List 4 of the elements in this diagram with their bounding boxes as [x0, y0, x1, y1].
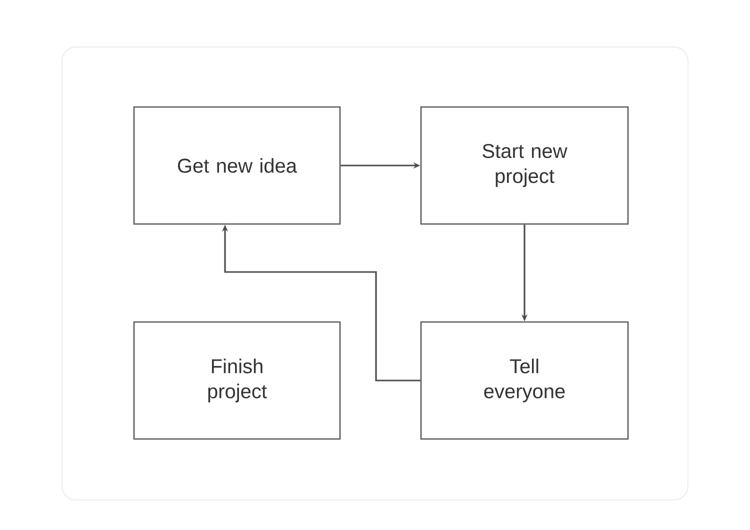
process-box: Start new project [420, 106, 629, 225]
process-box: Tell everyone [420, 321, 629, 440]
process-box: Get new idea [133, 106, 341, 225]
process-box: Finish project [133, 321, 341, 440]
